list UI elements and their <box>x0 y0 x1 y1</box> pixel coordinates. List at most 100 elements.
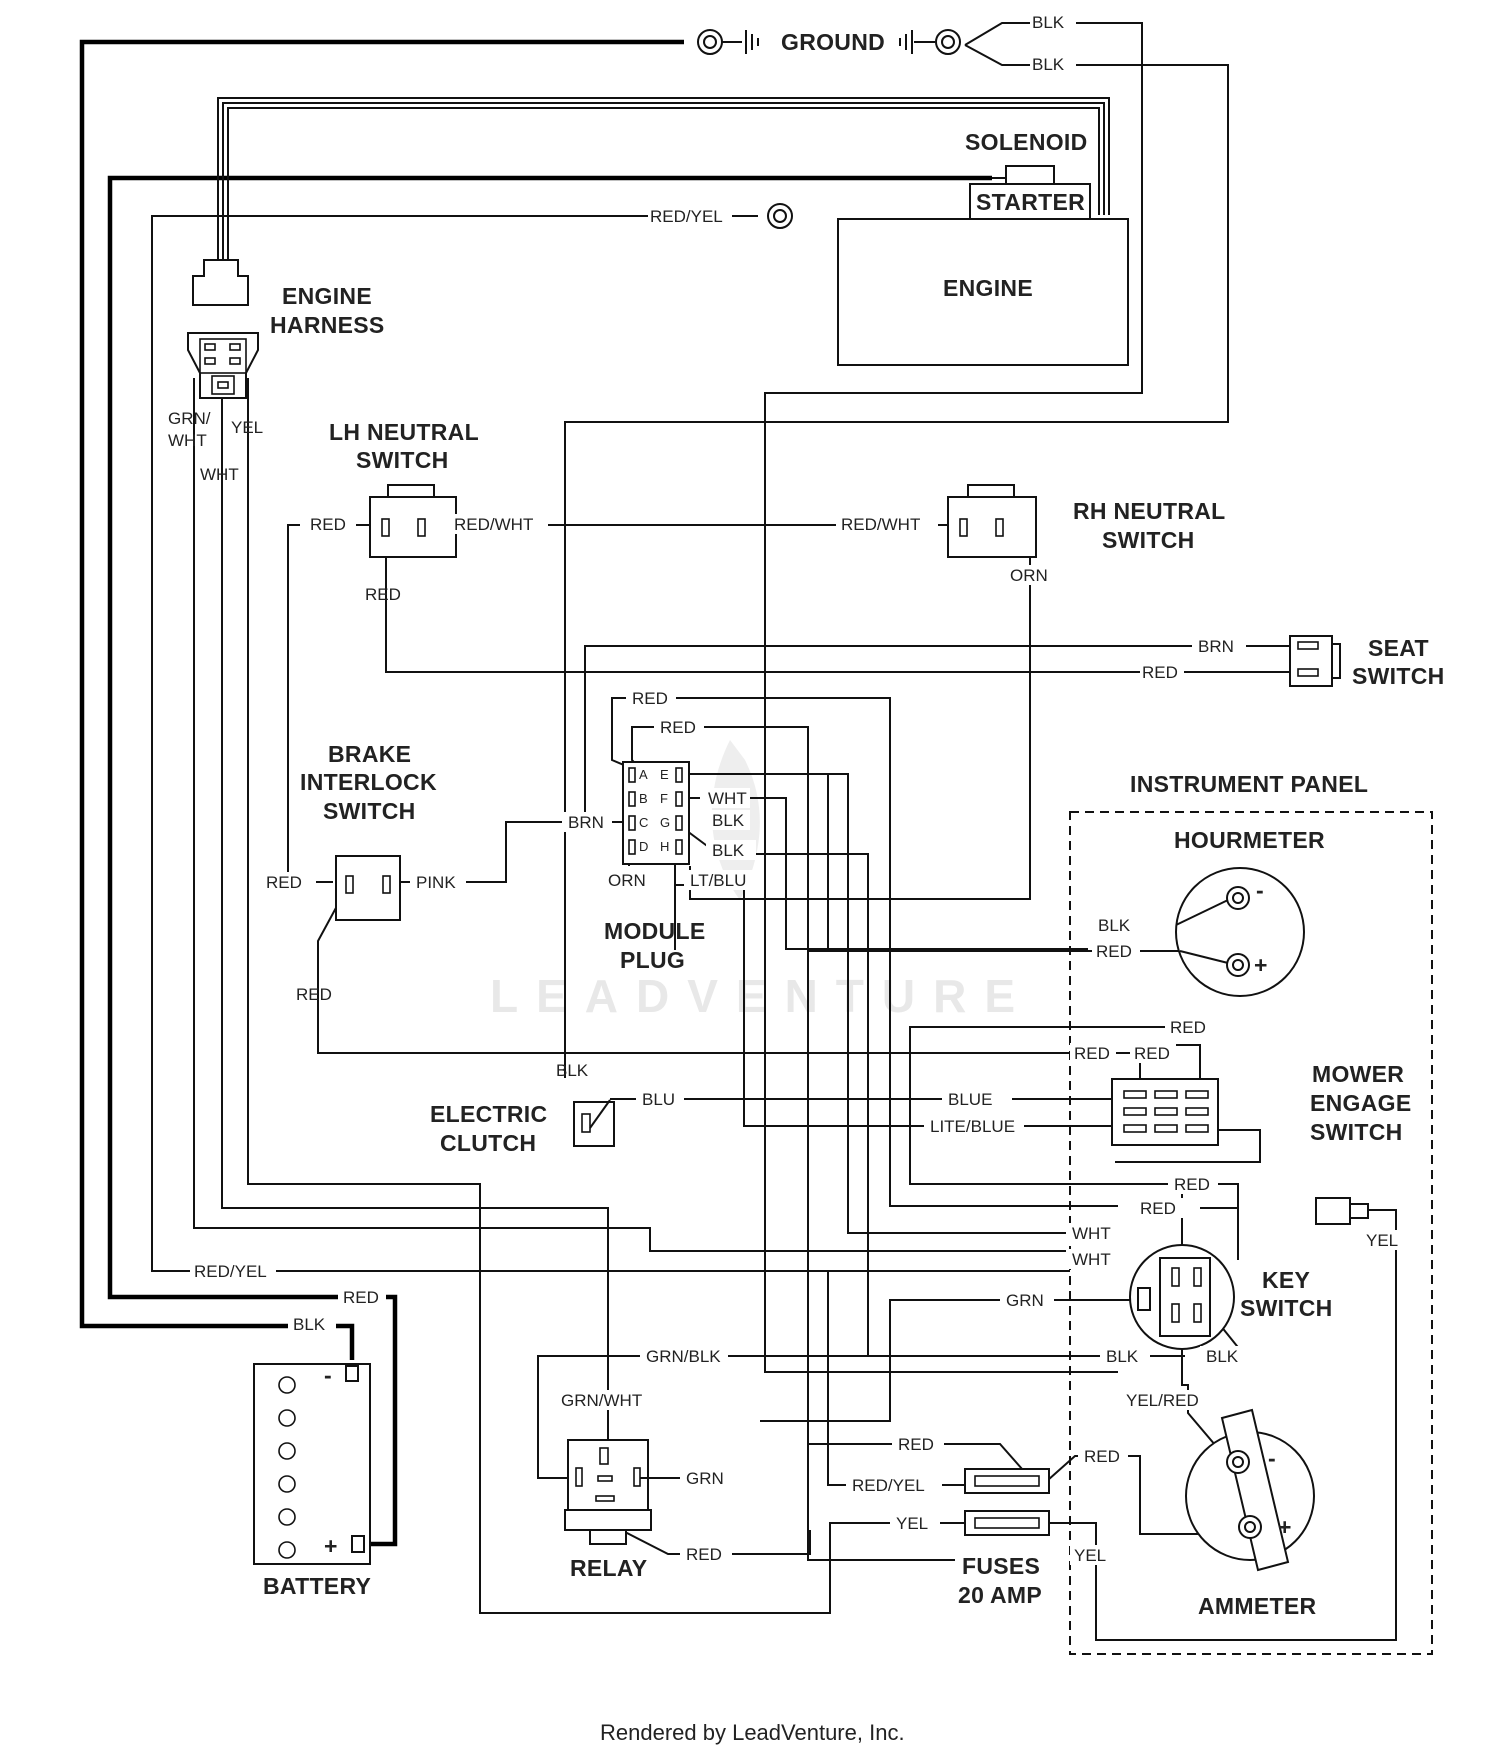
lh-neutral-switch: LH NEUTRAL SWITCH <box>329 419 479 558</box>
wire-label-seat-brn: BRN <box>1198 637 1234 656</box>
wire-ammeter-yel <box>1050 1209 1397 1641</box>
module-pin-c: C <box>639 815 648 830</box>
fuses-label-1: FUSES <box>962 1553 1040 1579</box>
engine-harness-label-1: ENGINE <box>282 283 372 309</box>
wire-label-clutch-blk: BLK <box>556 1061 589 1080</box>
fuses-label-2: 20 AMP <box>958 1582 1042 1608</box>
module-plug: A B C D E F G H MODULE PLUG <box>604 761 705 973</box>
seat-switch: SEAT SWITCH <box>1289 635 1445 689</box>
mower-engage-switch: MOWER ENGAGE SWITCH <box>1111 1061 1411 1146</box>
ammeter-neg: - <box>1268 1445 1276 1471</box>
wire-label-mod-wht: WHT <box>708 789 747 808</box>
wire-label-battery-blk: BLK <box>293 1315 326 1334</box>
wire-label-lh-red-wht: RED/WHT <box>454 515 533 534</box>
relay: RELAY <box>564 1439 686 1581</box>
battery-neg: - <box>324 1362 332 1388</box>
wire-label-key-wht-2: WHT <box>1072 1250 1111 1269</box>
wire-brake-red <box>317 881 1140 1054</box>
wire-label-rh-red-wht: RED/WHT <box>841 515 920 534</box>
wire-grn-wht-harness <box>193 378 1068 1252</box>
wire-label-relay-grn-blk: GRN/BLK <box>646 1347 721 1366</box>
ground-symbol: GROUND <box>697 29 961 55</box>
wire-fuse-red <box>808 1443 1031 1479</box>
battery-label: BATTERY <box>263 1573 371 1599</box>
wire-label-mower-blue: BLUE <box>948 1090 992 1109</box>
module-pin-b: B <box>639 791 648 806</box>
hourmeter-neg: - <box>1256 877 1264 903</box>
wire-label-red-yel-left: RED/YEL <box>194 1262 267 1281</box>
wire-harness-1 <box>217 97 1110 268</box>
wire-key-yel-red <box>1181 1330 1239 1473</box>
wire-label-key-red-2: RED <box>1140 1199 1176 1218</box>
electric-clutch-label-2: CLUTCH <box>440 1130 536 1156</box>
brake-label-3: SWITCH <box>323 798 416 824</box>
module-plug-label-2: PLUG <box>620 947 685 973</box>
ammeter: - + AMMETER <box>1185 1408 1316 1619</box>
module-pin-d: D <box>639 839 648 854</box>
wire-key-red-2 <box>1200 1207 1239 1260</box>
wire-labels: BLK BLK RED/YEL GRN/ WHT YEL WHT RED RED… <box>168 12 1404 1565</box>
wire-label-ammeter-yel: YEL <box>1074 1546 1106 1565</box>
wire-label-hour-red: RED <box>1096 942 1132 961</box>
starter-label: STARTER <box>976 189 1085 215</box>
brake-label-2: INTERLOCK <box>300 769 437 795</box>
wire-label-mod-blk-2: BLK <box>712 841 745 860</box>
instrument-panel-label: INSTRUMENT PANEL <box>1130 771 1368 797</box>
hourmeter-pos: + <box>1254 952 1268 978</box>
wire-label-harness-grn-wht-2: WHT <box>168 431 207 450</box>
red-yel-terminal <box>767 203 793 229</box>
wire-lh-red-seat <box>385 525 1290 673</box>
wire-label-key-blk-bottom: BLK <box>1106 1347 1139 1366</box>
wire-label-harness-yel: YEL <box>231 418 263 437</box>
engine-label: ENGINE <box>943 275 1033 301</box>
wire-label-mower-red-1: RED <box>1074 1044 1110 1063</box>
wire-label-hour-blk: BLK <box>1098 916 1131 935</box>
wire-label-key-grn: GRN <box>1006 1291 1044 1310</box>
wire-label-mower-red-top: RED <box>1170 1018 1206 1037</box>
wire-label-clutch-blu: BLU <box>642 1090 675 1109</box>
engine: ENGINE <box>837 218 1129 366</box>
wire-label-lh-red-down: RED <box>365 585 401 604</box>
fuses: FUSES 20 AMP <box>958 1468 1050 1608</box>
module-pin-f: F <box>660 791 668 806</box>
solenoid-starter: SOLENOID STARTER <box>965 129 1091 220</box>
wire-label-harness-wht: WHT <box>200 465 239 484</box>
wire-label-brake-red-in: RED <box>266 873 302 892</box>
lh-neutral-label-2: SWITCH <box>356 447 449 473</box>
mower-engage-label-1: MOWER <box>1312 1061 1404 1087</box>
wire-mod-wht-2 <box>675 773 829 949</box>
mower-engage-label-3: SWITCH <box>1310 1119 1403 1145</box>
battery: - + BATTERY <box>253 1362 371 1599</box>
rh-neutral-switch: RH NEUTRAL SWITCH <box>947 484 1225 558</box>
module-pin-a: A <box>639 767 648 782</box>
electric-clutch: ELECTRIC CLUTCH <box>430 1099 615 1156</box>
wire-ground-battery <box>79 39 684 1360</box>
wire-label-mod-lt-blu: LT/BLU <box>690 871 746 890</box>
wire-label-panel-yel: YEL <box>1366 1231 1398 1250</box>
wire-label-brake-pink: PINK <box>416 873 456 892</box>
engine-harness-label-2: HARNESS <box>270 312 385 338</box>
wire-ammeter-red <box>1047 1455 1238 1535</box>
wire-label-key-wht-1: WHT <box>1072 1224 1111 1243</box>
wire-label-relay-red: RED <box>686 1545 722 1564</box>
seat-switch-label-1: SEAT <box>1368 635 1429 661</box>
module-pin-e: E <box>660 767 669 782</box>
wire-red-yel <box>151 215 1070 1272</box>
ammeter-label: AMMETER <box>1198 1593 1316 1619</box>
wire-label-key-yel-red: YEL/RED <box>1126 1391 1199 1410</box>
electric-clutch-label-1: ELECTRIC <box>430 1101 547 1127</box>
label-bg <box>190 12 1404 1565</box>
wire-wht-harness <box>221 378 609 1412</box>
wire-label-harness-grn-wht-1: GRN/ <box>168 409 211 428</box>
wire-ground-blk-1 <box>764 22 1143 1373</box>
wire-label-key-blk-out: BLK <box>1206 1347 1239 1366</box>
seat-switch-label-2: SWITCH <box>1352 663 1445 689</box>
wire-mower-loop <box>1115 1129 1261 1163</box>
hourmeter-label: HOURMETER <box>1174 827 1325 853</box>
wire-key-grn <box>760 1299 1150 1422</box>
wire-label-relay-grn: GRN <box>686 1469 724 1488</box>
lh-neutral-label-1: LH NEUTRAL <box>329 419 479 445</box>
wire-label-ground-blk-2: BLK <box>1032 55 1065 74</box>
wire-label-mod-brn: BRN <box>568 813 604 832</box>
